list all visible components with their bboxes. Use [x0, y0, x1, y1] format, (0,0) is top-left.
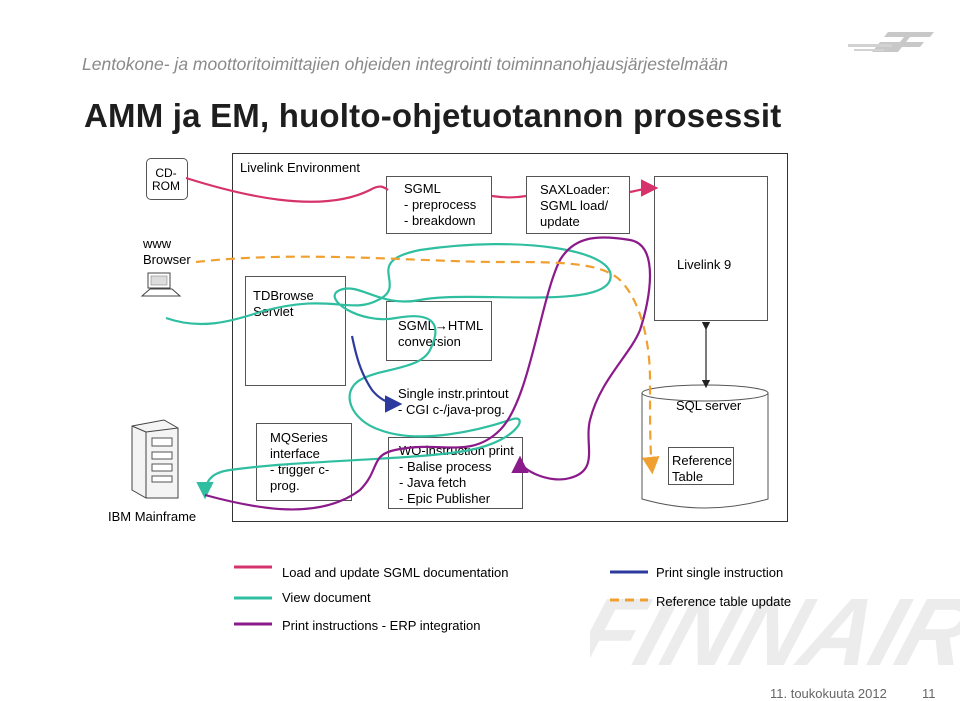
tdbrowse-label: TDBrowse Servlet	[253, 288, 314, 319]
legend-load-update: Load and update SGML documentation	[282, 565, 509, 580]
legend-print-instructions: Print instructions - ERP integration	[282, 618, 481, 633]
legend-swatches-left	[234, 565, 272, 626]
ibm-mainframe-label: IBM Mainframe	[108, 509, 197, 524]
saxloader-box	[526, 176, 630, 234]
sgml-html-word: SGML	[398, 318, 435, 333]
purple-erp-line	[204, 236, 651, 511]
computer-icon	[140, 272, 182, 297]
livelink-environment-label: Livelink Environment	[240, 160, 360, 175]
blue-single-line	[350, 335, 403, 413]
finnair-watermark-icon: FINNAIR	[590, 578, 960, 685]
sgml-html-tail: HTML conversion	[398, 318, 484, 349]
mqseries-label: MQSeries interface - trigger c- prog.	[270, 430, 330, 493]
sgml-html-box	[386, 301, 492, 361]
page-subtitle: Lentokone- ja moottoritoimittajien ohjei…	[82, 54, 728, 74]
sgml-html-label: SGML→HTML conversion	[398, 318, 483, 350]
saxloader-label: SAXLoader: SGML load/ update	[540, 182, 611, 229]
cdrom-label: CD- ROM	[152, 166, 180, 193]
page-title: AMM ja EM, huolto-ohjetuotannon prosessi…	[84, 97, 782, 134]
teal-view-line	[165, 243, 612, 500]
wo-instruction-label: WO-instruction print - Balise process - …	[399, 443, 514, 506]
livelink9-box	[654, 176, 768, 321]
livelink9-label: Livelink 9	[677, 257, 732, 272]
sql-server-label: SQL server	[676, 398, 742, 413]
legend-swatches-right	[610, 570, 648, 602]
right-arrow-icon: →	[434, 318, 448, 333]
reference-table-label: Reference Table	[672, 453, 732, 484]
server-tower-icon	[131, 419, 179, 499]
sgml-preprocess-label: SGML - preprocess - breakdown	[404, 181, 477, 228]
pink-load-line	[185, 178, 654, 202]
legend-reference-update: Reference table update	[656, 594, 792, 609]
tdbrowse-box	[245, 276, 346, 386]
sgml-preprocess-box	[386, 176, 492, 234]
svg-text:FINNAIR: FINNAIR	[590, 578, 960, 685]
footer-date: 11. toukokuuta 2012	[770, 686, 887, 701]
www-browser-label: www Browser	[143, 236, 191, 267]
finnair-logo-icon	[848, 32, 934, 52]
footer-page-number: 11	[922, 686, 936, 701]
reference-table-box	[668, 447, 734, 485]
orange-reftable-line	[195, 255, 660, 475]
legend-view-document: View document	[282, 590, 371, 605]
legend-print-single: Print single instruction	[656, 565, 784, 580]
